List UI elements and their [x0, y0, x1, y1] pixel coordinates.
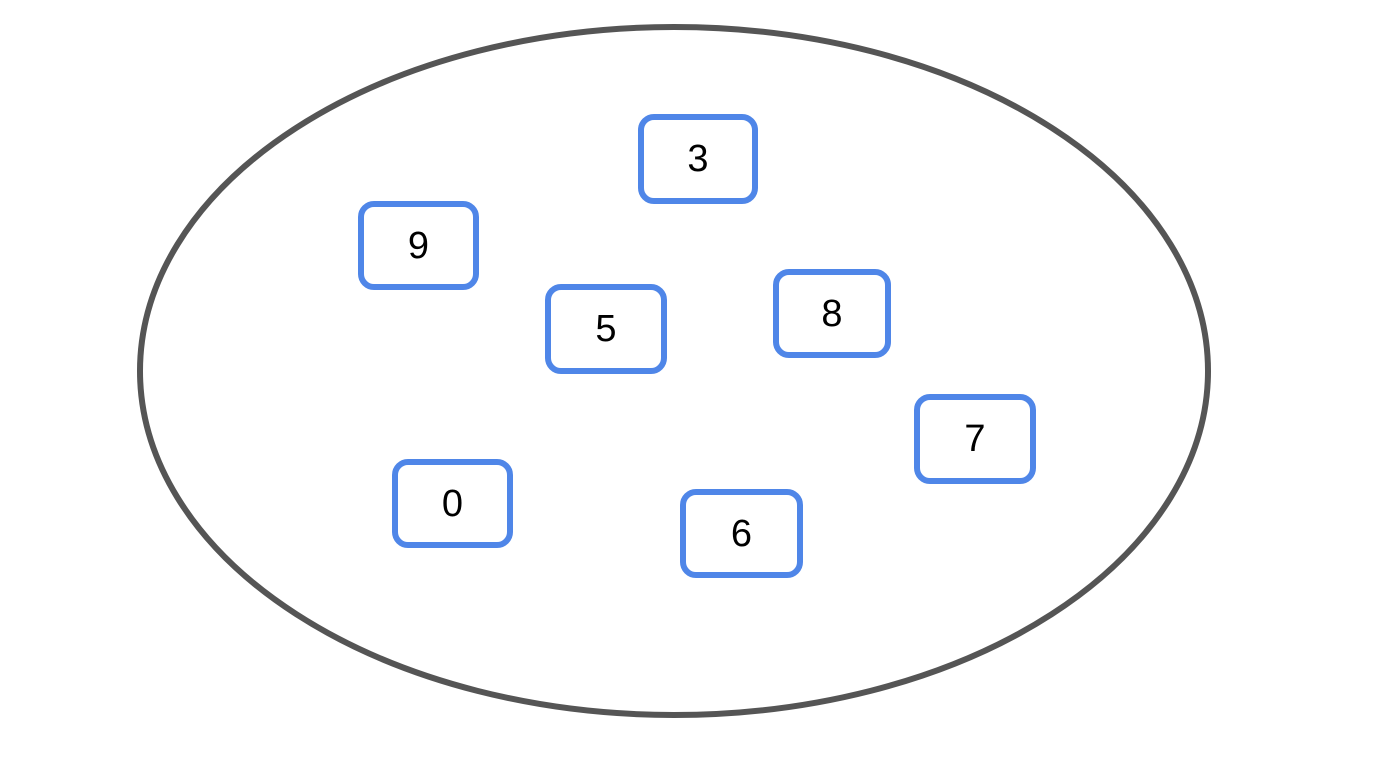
node-label: 8	[821, 292, 843, 335]
node-box-0[interactable]: 0	[392, 459, 513, 548]
node-box-7[interactable]: 7	[914, 394, 1036, 484]
node-box-9[interactable]: 9	[358, 201, 479, 290]
node-label: 9	[407, 224, 430, 267]
node-label: 5	[595, 308, 617, 350]
node-box-3[interactable]: 3	[638, 114, 758, 204]
node-label: 3	[687, 138, 709, 180]
node-box-6[interactable]: 6	[680, 489, 803, 578]
node-label: 0	[441, 482, 464, 525]
ellipse-shape	[137, 24, 1211, 718]
node-label: 7	[964, 418, 986, 460]
node-box-5[interactable]: 5	[545, 284, 667, 374]
node-box-8[interactable]: 8	[773, 269, 891, 358]
node-label: 6	[730, 512, 753, 555]
